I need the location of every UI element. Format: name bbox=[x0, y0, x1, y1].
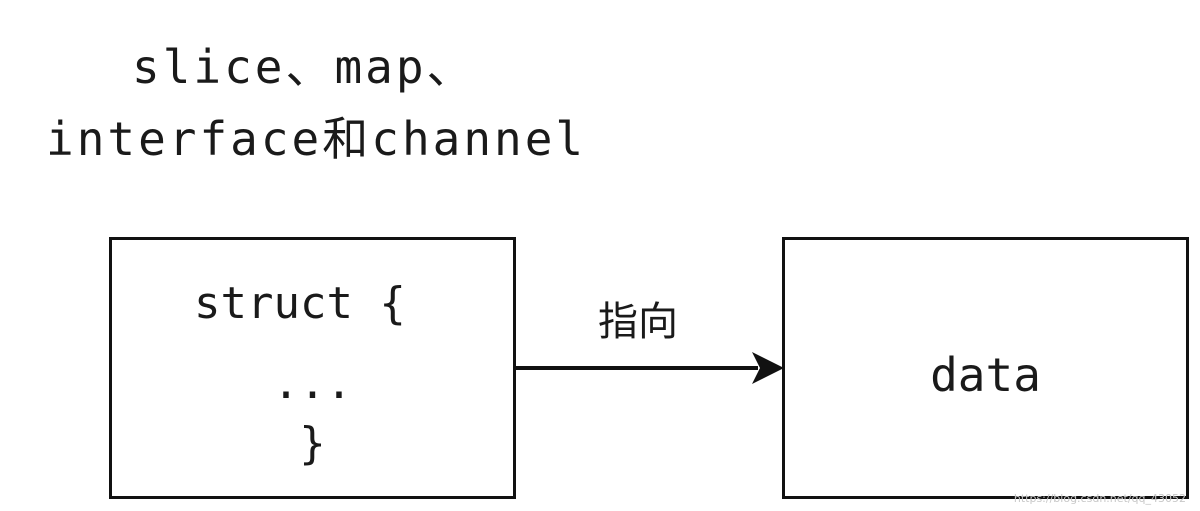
data-box: data bbox=[782, 237, 1189, 499]
watermark: https://blog.csdn.net/qq_43052 bbox=[1013, 492, 1186, 505]
pointer-arrow-head bbox=[752, 352, 784, 384]
data-box-label: data bbox=[930, 348, 1041, 402]
struct-open-line: struct { bbox=[194, 278, 406, 329]
pointer-edge-label: 指向 bbox=[598, 299, 678, 345]
struct-ellipsis-line: ... bbox=[272, 358, 353, 409]
title-line-1: slice、map、 bbox=[132, 40, 476, 94]
diagram-title: slice、map、 interface和channel bbox=[0, 0, 640, 200]
title-line-2: interface和channel bbox=[46, 112, 587, 166]
struct-box: struct { ... } bbox=[109, 237, 516, 499]
struct-close-line: } bbox=[299, 418, 326, 469]
pointer-arrow bbox=[514, 352, 784, 384]
